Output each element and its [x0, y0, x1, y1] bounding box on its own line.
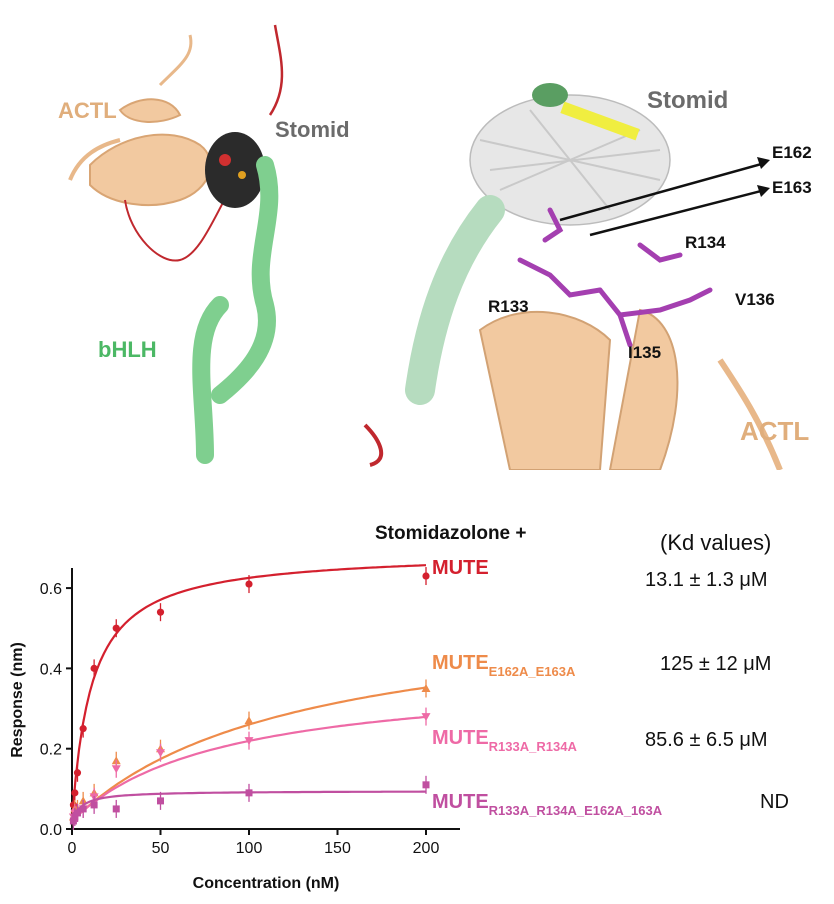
- y-tick-label: 0.6: [40, 581, 62, 598]
- arrow-e162-head: [757, 157, 770, 169]
- data-point: [244, 716, 254, 725]
- data-point: [245, 789, 253, 797]
- data-point: [245, 580, 253, 588]
- label-r134: R134: [685, 233, 726, 252]
- legend-label-4: MUTER133A_R134A_E162A_163A: [432, 791, 663, 818]
- data-point: [73, 769, 82, 777]
- stomid-ensemble-cluster: [469, 83, 671, 226]
- data-point: [421, 683, 431, 692]
- bhlh-helix-shape: [192, 156, 279, 464]
- structure-image-left: ACTL Stomid bHLH: [30, 15, 410, 465]
- data-point: [244, 737, 254, 746]
- data-point: [111, 765, 121, 774]
- data-point: [73, 809, 81, 817]
- series-group: [69, 564, 430, 822]
- residue-sticks: [517, 207, 713, 348]
- arrow-e163-head: [757, 185, 770, 197]
- kd-value-1: 13.1 ± 1.3 μM: [645, 569, 768, 591]
- x-tick-label: 100: [236, 840, 263, 857]
- data-point: [422, 572, 430, 580]
- binding-chart: Stomidazolone + (Kd values) 0 50 100 150 200…: [0, 510, 834, 899]
- protein-structure-illustration-left: ACTL Stomid bHLH: [58, 24, 350, 464]
- series-group: [69, 775, 430, 830]
- data-point: [422, 781, 430, 789]
- x-axis-label: Concentration (nM): [193, 875, 340, 892]
- y-tick-label: 0.0: [40, 822, 62, 839]
- label-r133: R133: [488, 297, 529, 316]
- stomid-ligand-cluster: [205, 132, 265, 208]
- y-tick-label: 0.2: [40, 742, 62, 759]
- red-tail-shape: [268, 24, 284, 116]
- legend-label-base: MUTE: [432, 791, 489, 813]
- structure-image-right: Stomid E162 E163 R134 R133 V136 I135 ACT…: [360, 60, 834, 472]
- data-point: [421, 713, 431, 722]
- data-point: [156, 749, 165, 758]
- x-tick-label: 150: [324, 840, 351, 857]
- label-e162: E162: [772, 143, 812, 162]
- data-point: [90, 664, 98, 672]
- label-stomid-left: Stomid: [275, 117, 350, 142]
- data-point: [90, 801, 98, 809]
- label-actl-left: ACTL: [58, 98, 117, 123]
- protein-structure-illustration-right: Stomid E162 E163 R134 R133 V136 I135 ACT…: [363, 83, 812, 472]
- x-tick-label: 200: [413, 840, 440, 857]
- red-loop-shape-right: [363, 423, 384, 467]
- data-point: [71, 813, 79, 821]
- legend-label-base: MUTE: [432, 727, 489, 749]
- series-group: [68, 679, 431, 826]
- label-e163: E163: [772, 178, 812, 197]
- chart-axes: [71, 568, 460, 830]
- data-point: [79, 725, 87, 733]
- x-tick-label: 0: [68, 840, 77, 857]
- kd-value-2: 125 ± 12 μM: [660, 653, 771, 675]
- label-stomid-right: Stomid: [647, 87, 728, 114]
- arrow-e162-line: [559, 161, 766, 222]
- kd-value-3: 85.6 ± 6.5 μM: [645, 729, 768, 751]
- label-i135: I135: [628, 343, 661, 362]
- label-bhlh: bHLH: [98, 337, 157, 362]
- legend-header: Stomidazolone +: [375, 523, 527, 544]
- data-point: [157, 797, 164, 805]
- legend-label-subscript: R133A_R134A: [489, 739, 578, 754]
- data-point: [112, 805, 120, 813]
- actl-domain-shape-right: [478, 308, 783, 472]
- data-point: [79, 805, 87, 813]
- legend-label-3: MUTER133A_R134A: [432, 727, 577, 754]
- legend-label-base: MUTE: [432, 652, 489, 674]
- data-point: [71, 789, 79, 797]
- binding-chart-svg: Stomidazolone + (Kd values) 0 50 100 150 200…: [9, 523, 789, 892]
- legend-label-base: MUTE: [432, 557, 489, 579]
- actl-domain-shape: [68, 34, 212, 206]
- label-actl-right: ACTL: [740, 416, 809, 446]
- legend-label-subscript: R133A_R134A_E162A_163A: [489, 803, 663, 818]
- y-axis-label: Response (nm): [9, 642, 26, 758]
- legend-label-2: MUTEE162A_E163A: [432, 652, 576, 679]
- data-point: [112, 624, 120, 632]
- legend-label-subscript: E162A_E163A: [489, 664, 576, 679]
- red-loop-shape: [124, 189, 231, 262]
- y-tick-label: 0.4: [40, 661, 62, 678]
- kd-value-4: ND: [760, 791, 789, 813]
- x-tick-label: 50: [152, 840, 170, 857]
- green-helix-shape: [405, 195, 505, 405]
- data-point: [156, 608, 165, 616]
- arrow-e163-line: [589, 188, 766, 237]
- legend-label-1: MUTE: [432, 557, 489, 579]
- kd-header: (Kd values): [660, 530, 771, 555]
- data-point: [69, 817, 77, 825]
- label-v136: V136: [735, 290, 775, 309]
